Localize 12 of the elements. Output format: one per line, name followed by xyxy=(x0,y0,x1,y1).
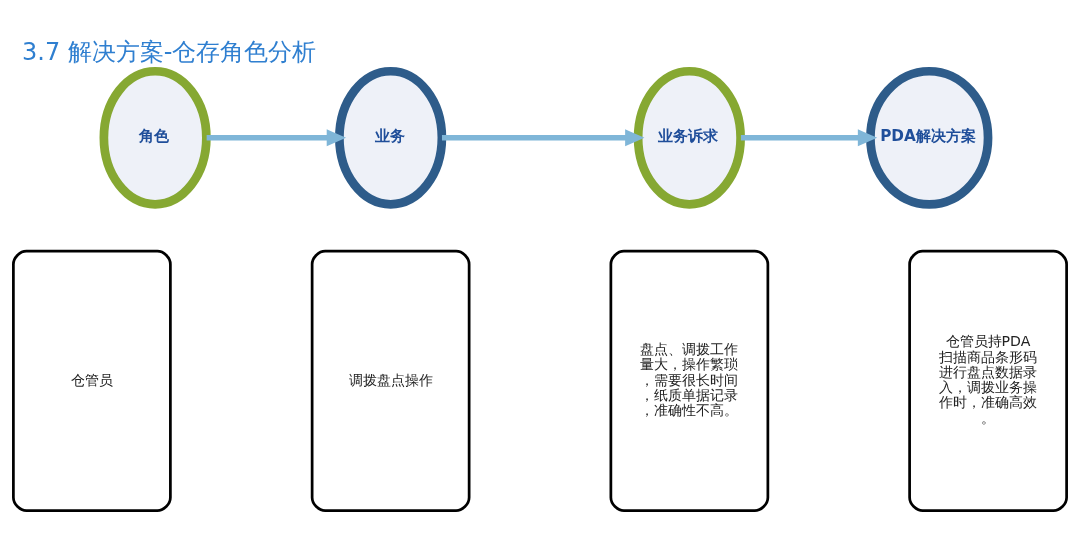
node-ellipse: 业务诉求 xyxy=(633,66,745,209)
node-ellipse: 业务 xyxy=(335,66,447,209)
arrow xyxy=(740,129,878,147)
arrow xyxy=(441,129,645,147)
node-ellipse: 角色 xyxy=(99,66,211,209)
node-box: 调拨盘点操作 xyxy=(310,249,471,512)
arrow xyxy=(206,129,347,147)
node-box: 仓管员 xyxy=(12,249,172,512)
node-box: 仓管员持PDA扫描商品条形码进行盘点数据录入，调拨业务操作时，准确高效。 xyxy=(908,249,1068,512)
node-ellipse: PDA解决方案 xyxy=(866,66,993,209)
diagram-title: 3.7 解决方案-仓存角色分析 xyxy=(22,37,317,66)
node-box: 盘点、调拨工作量大，操作繁琐，需要很长时间，纸质单据记录，准确性不高。 xyxy=(609,249,770,512)
